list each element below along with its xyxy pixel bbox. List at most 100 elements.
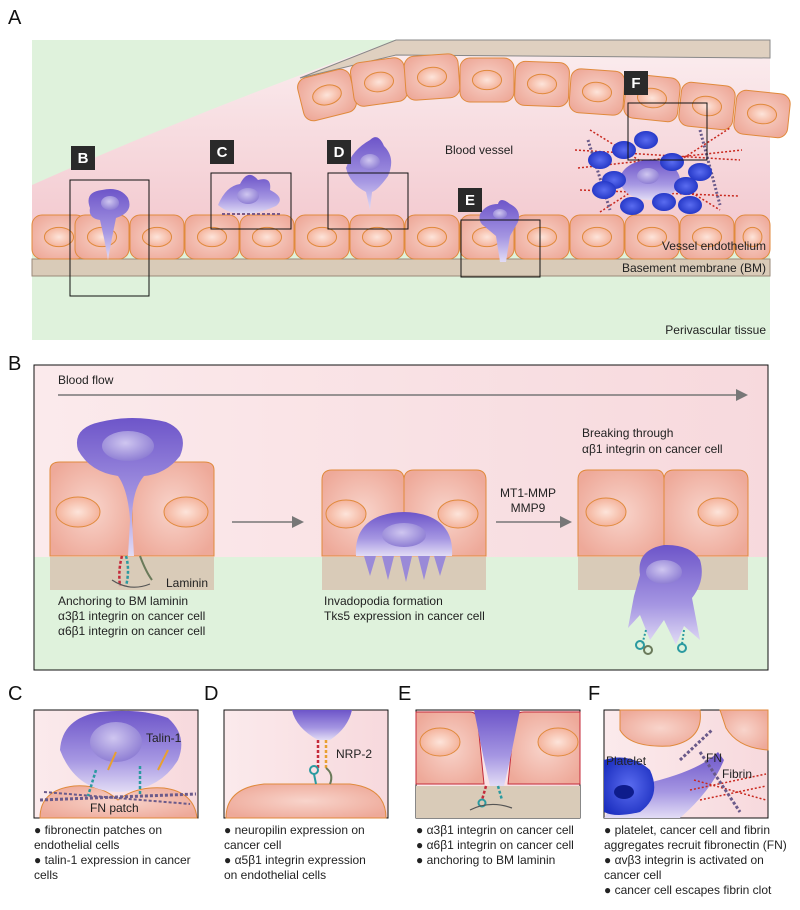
bullet-item: aggregates recruit fibronectin (FN)	[604, 838, 787, 852]
cancer-cell-e	[479, 200, 519, 262]
bullet-item: ● neuropilin expression on	[224, 823, 365, 837]
platelet-cluster	[588, 131, 712, 215]
platelet	[612, 141, 636, 159]
anchoring-item-1: α3β1 integrin on cancer cell	[58, 609, 205, 623]
f-fibrin	[689, 773, 767, 801]
tag-c	[210, 140, 234, 164]
panel-f-label: F	[588, 683, 600, 705]
label-vessel-endothelium: Vessel endothelium	[662, 239, 766, 253]
cancer-nucleus-f	[637, 168, 659, 184]
bullet-item: ● α6β1 integrin on cancer cell	[416, 838, 574, 852]
bullet-item: cancer cell	[604, 868, 662, 882]
tag-d	[327, 140, 351, 164]
endothelial-cell	[624, 214, 680, 260]
panel-d-label: D	[204, 683, 218, 705]
platelet	[588, 151, 612, 169]
c-cancer-nucleus	[90, 722, 142, 762]
f-fibronectin-2	[698, 751, 742, 813]
bullet-item: ● αvβ3 integrin is activated on	[604, 853, 764, 867]
bullet-item: ● cancer cell escapes fibrin clot	[604, 883, 772, 897]
breaking-item-1: αβ1 integrin on cancer cell	[582, 442, 723, 456]
endothelial-cell	[734, 214, 771, 260]
tag-f-letter: F	[631, 75, 640, 92]
top-endothelial-row	[297, 53, 791, 139]
mmp-label-2: MMP9	[511, 501, 546, 515]
b3-cancer-nucleus	[646, 560, 682, 584]
bullet-item: endothelial cells	[34, 838, 120, 852]
breaking-title: Breaking through	[582, 426, 673, 440]
e-bm	[416, 786, 580, 818]
talin-label: Talin-1	[146, 731, 182, 745]
endothelial-cell	[349, 57, 409, 107]
c-integrins	[86, 749, 169, 797]
panel-f-bullets: ● platelet, cancer cell and fibrin aggre…	[604, 823, 798, 898]
b1-integrins	[111, 555, 153, 588]
label-basement-membrane: Basement membrane (BM)	[622, 261, 766, 275]
b1-cancer-nucleus	[102, 431, 154, 461]
b2-cancer-nucleus	[382, 523, 426, 547]
endothelial-cell	[569, 214, 625, 260]
cancer-nucleus-c	[237, 188, 259, 204]
bullet-item: ● α3β1 integrin on cancer cell	[416, 823, 574, 837]
d-cancer-cell	[292, 710, 352, 740]
platelet	[620, 197, 644, 215]
box-c	[210, 172, 292, 230]
f-endothelium-2	[719, 709, 769, 751]
endothelial-cell	[31, 214, 87, 260]
endothelial-cell	[733, 89, 791, 139]
bullet-item: ● platelet, cancer cell and fibrin	[604, 823, 771, 837]
nrp-label: NRP-2	[336, 747, 372, 761]
b1-endothelium	[49, 461, 215, 557]
e-integrins	[469, 785, 513, 811]
bullet-item: cancer cell	[224, 838, 282, 852]
endothelial-cell	[514, 60, 570, 108]
platelet	[678, 196, 702, 214]
endothelial-cell	[459, 57, 515, 103]
box-e	[460, 219, 541, 278]
laminin-label: Laminin	[166, 576, 208, 590]
label-perivascular-tissue: Perivascular tissue	[665, 323, 766, 337]
endothelial-cell	[403, 53, 461, 101]
mmp-label-1: MT1-MMP	[500, 486, 556, 500]
c-fn-patch	[39, 791, 197, 805]
panel-a: A	[8, 7, 791, 340]
anchoring-item-2: α6β1 integrin on cancer cell	[58, 624, 205, 638]
panel-f: F Platelet FN Fibrin	[588, 683, 769, 819]
e-nucleus-right	[537, 727, 579, 757]
tag-c-letter: C	[217, 144, 228, 161]
b2-invadopodia	[364, 556, 446, 582]
platelet	[688, 163, 712, 181]
cancer-nucleus-e	[493, 209, 507, 219]
tag-b-letter: B	[78, 150, 89, 167]
panel-e-bullets: ● α3β1 integrin on cancer cell ● α6β1 in…	[416, 823, 596, 868]
blood-flow-arrowhead	[736, 389, 748, 401]
platelet-label: Platelet	[606, 754, 647, 768]
panel-b-frame	[33, 364, 769, 671]
e-nucleus-left	[419, 727, 461, 757]
d-receptors	[309, 740, 333, 785]
label-blood-vessel: Blood vessel	[445, 143, 513, 157]
endothelial-cell	[568, 68, 626, 116]
b1-bm	[50, 557, 214, 590]
invadopodia-title: Invadopodia formation	[324, 594, 443, 608]
c-endothelium	[39, 785, 198, 819]
bottom-endothelial-row	[31, 214, 771, 260]
b-arrow-1-head	[292, 516, 304, 528]
b-arrow-2-head	[560, 516, 572, 528]
b3-endothelium	[577, 469, 749, 557]
bullet-item: on endothelial cells	[224, 868, 327, 882]
bullet-item: ● anchoring to BM laminin	[416, 853, 556, 867]
panel-b: B Blood flow Laminin	[8, 353, 769, 671]
d-endothelium	[225, 783, 387, 819]
panel-d: D NRP-2	[204, 683, 389, 819]
b3-integrins	[635, 629, 687, 655]
cancer-nucleus-b	[101, 196, 119, 210]
panel-c-bullets: ● fibronectin patches on endothelial cel…	[34, 823, 204, 883]
invadopodia-item-1: Tks5 expression in cancer cell	[324, 609, 485, 623]
platelet	[592, 181, 616, 199]
box-b	[69, 179, 150, 297]
endothelial-cell	[297, 68, 357, 122]
fn-patch-label: FN patch	[90, 801, 139, 815]
tag-e	[458, 188, 482, 212]
